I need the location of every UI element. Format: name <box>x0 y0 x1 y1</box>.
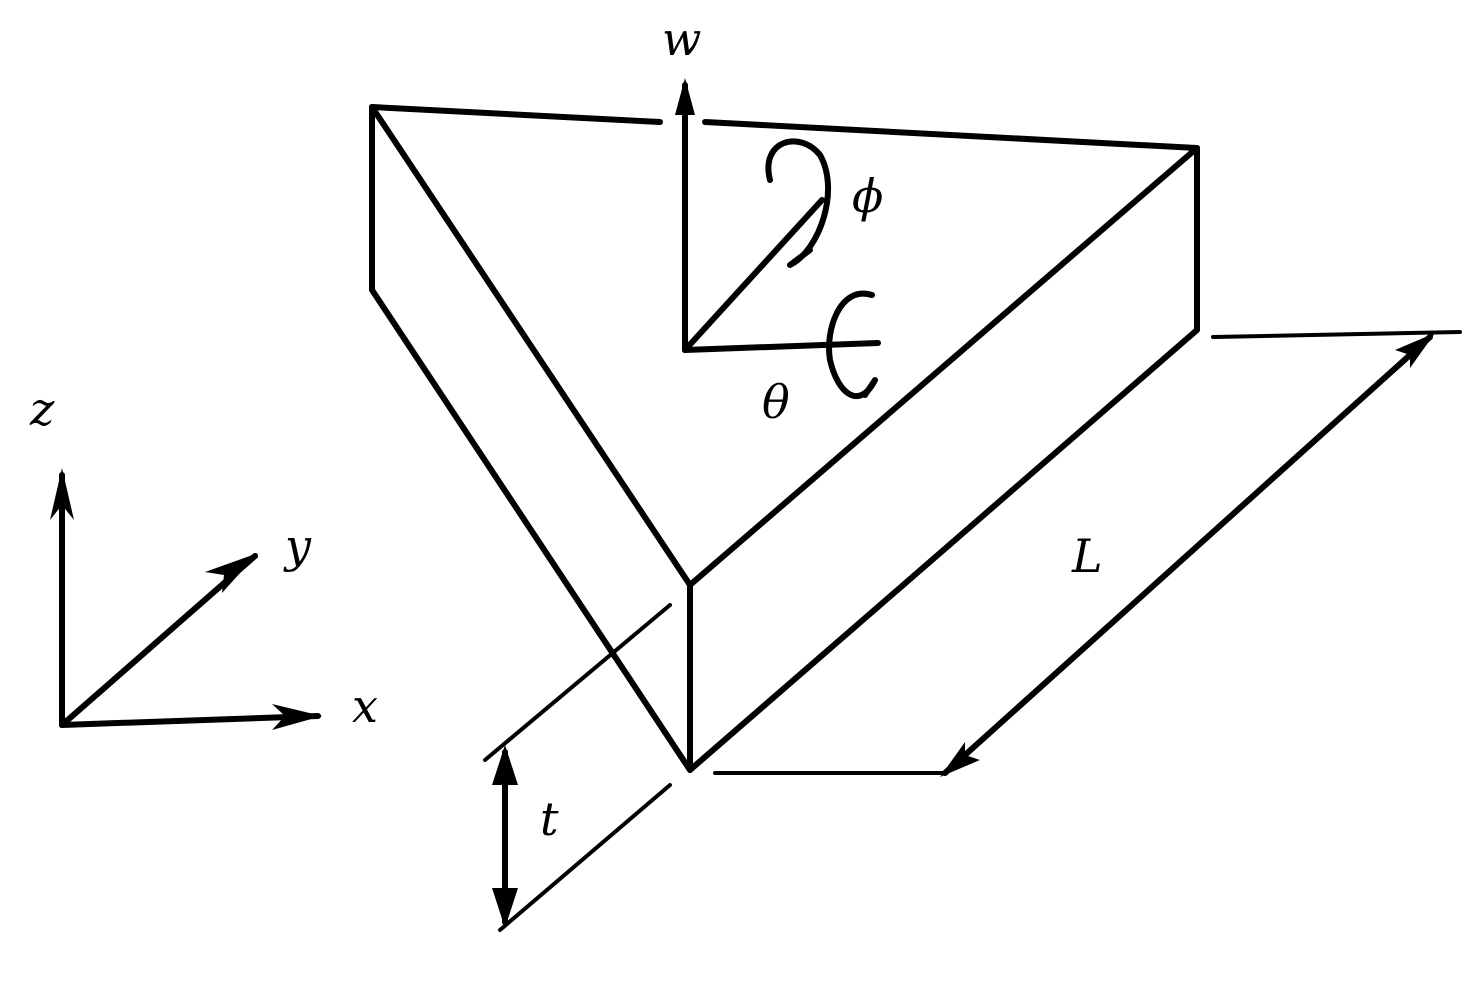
x-arrowhead-icon <box>272 704 322 730</box>
local-axes <box>675 78 881 399</box>
global-axes <box>50 468 322 730</box>
dimension-L <box>713 330 1462 777</box>
theta-axis <box>682 340 881 353</box>
L-arrowhead-top-icon <box>1395 333 1435 368</box>
phi-axis <box>682 197 825 353</box>
beam-body <box>369 104 1200 773</box>
label-theta: θ <box>762 375 790 429</box>
dimension-t <box>483 603 672 932</box>
y-arrowhead-icon <box>205 553 258 593</box>
label-x: x <box>352 679 378 733</box>
x-axis <box>59 713 321 728</box>
left-face <box>369 104 693 773</box>
label-L: L <box>1071 529 1103 583</box>
z-arrowhead-icon <box>50 468 74 520</box>
label-t: t <box>540 792 559 846</box>
label-phi: ϕ <box>852 169 883 223</box>
label-z: z <box>29 382 55 436</box>
right-face <box>687 145 1200 773</box>
y-axis <box>59 553 258 728</box>
phi-rotation-icon <box>765 138 831 268</box>
t-arrowhead-top-icon <box>492 745 518 785</box>
t-arrowhead-bottom-icon <box>492 888 518 928</box>
w-arrowhead-icon <box>675 78 695 115</box>
label-w: w <box>662 12 701 66</box>
theta-rotation-icon <box>826 290 878 399</box>
label-y: y <box>283 519 312 573</box>
L-arrowhead-bottom-icon <box>940 742 980 777</box>
top-edge <box>369 104 1200 151</box>
